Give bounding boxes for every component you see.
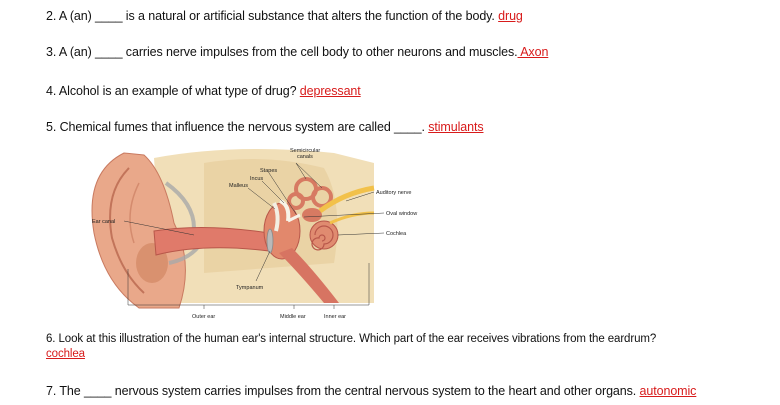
incus (279, 199, 291, 222)
question-3: 3. A (an) ____ carries nerve impulses fr… (46, 45, 548, 59)
question-7-text: 7. The ____ nervous system carries impul… (46, 384, 637, 398)
label-ear-canal: Ear canal (92, 219, 115, 225)
label-auditory-nerve: Auditory nerve (376, 190, 411, 196)
malleus (272, 202, 280, 232)
question-6-text: 6. Look at this illustration of the huma… (46, 333, 657, 345)
question-5-text: 5. Chemical fumes that influence the ner… (46, 120, 425, 134)
question-5-answer: stimulants (428, 120, 484, 134)
ear-anatomy-diagram: Semicircular canals Stapes Incus Malleus… (84, 143, 424, 323)
label-middle-ear: Middle ear (280, 314, 306, 320)
question-7: 7. The ____ nervous system carries impul… (46, 384, 696, 398)
label-incus: Incus (250, 176, 263, 182)
question-2-answer: drug (498, 9, 523, 23)
label-inner-ear: Inner ear (324, 314, 346, 320)
tympanum (266, 228, 274, 254)
label-stapes: Stapes (260, 168, 277, 174)
label-semicircular: Semicircular (290, 148, 320, 154)
question-2: 2. A (an) ____ is a natural or artificia… (46, 9, 523, 23)
question-6: 6. Look at this illustration of the huma… (46, 332, 656, 362)
question-4: 4. Alcohol is an example of what type of… (46, 84, 361, 98)
question-4-text: 4. Alcohol is an example of what type of… (46, 84, 297, 98)
stapes (287, 213, 301, 223)
question-7-answer: autonomic (639, 384, 697, 398)
question-3-text: 3. A (an) ____ carries nerve impulses fr… (46, 45, 518, 59)
label-malleus: Malleus (229, 183, 248, 189)
label-cochlea: Cochlea (386, 231, 407, 237)
label-tympanum: Tympanum (236, 285, 264, 291)
auditory-nerve (318, 185, 375, 214)
label-oval-window: Oval window (386, 211, 417, 217)
label-outer-ear: Outer ear (192, 314, 215, 320)
question-2-text: 2. A (an) ____ is a natural or artificia… (46, 9, 495, 23)
question-4-answer: depressant (299, 84, 361, 98)
question-3-answer: Axon (517, 45, 549, 59)
ear-illustration: Semicircular canals Stapes Incus Malleus… (84, 143, 424, 323)
label-canals: canals (297, 154, 313, 160)
question-5: 5. Chemical fumes that influence the ner… (46, 120, 484, 134)
question-6-answer: cochlea (46, 348, 85, 360)
